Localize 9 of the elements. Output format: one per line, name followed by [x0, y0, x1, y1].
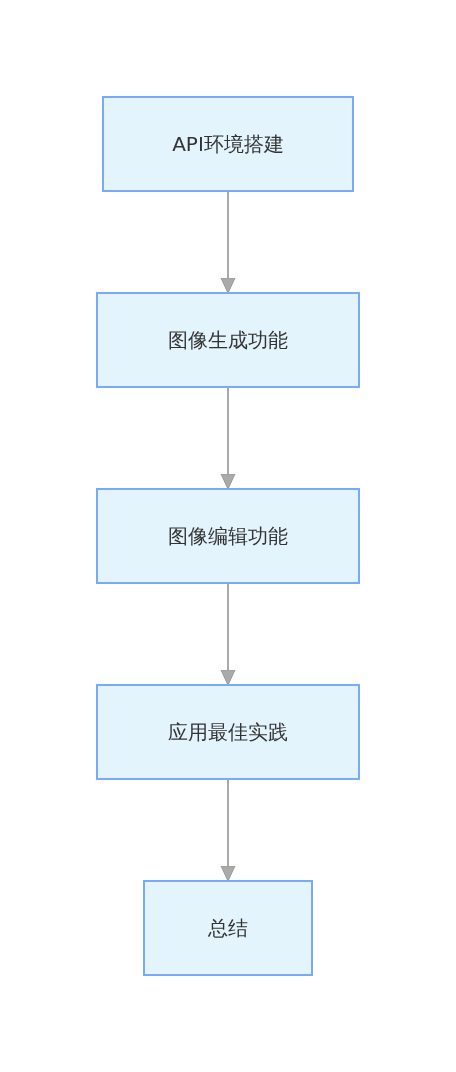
process-box: 图像编辑功能 [96, 488, 360, 584]
arrow [220, 191, 236, 294]
process-box: 图像生成功能 [96, 292, 360, 388]
process-box: 总结 [143, 880, 313, 976]
arrow [220, 779, 236, 882]
process-box: 应用最佳实践 [96, 684, 360, 780]
arrow [220, 583, 236, 686]
arrow [220, 387, 236, 490]
process-box: API环境搭建 [102, 96, 354, 192]
